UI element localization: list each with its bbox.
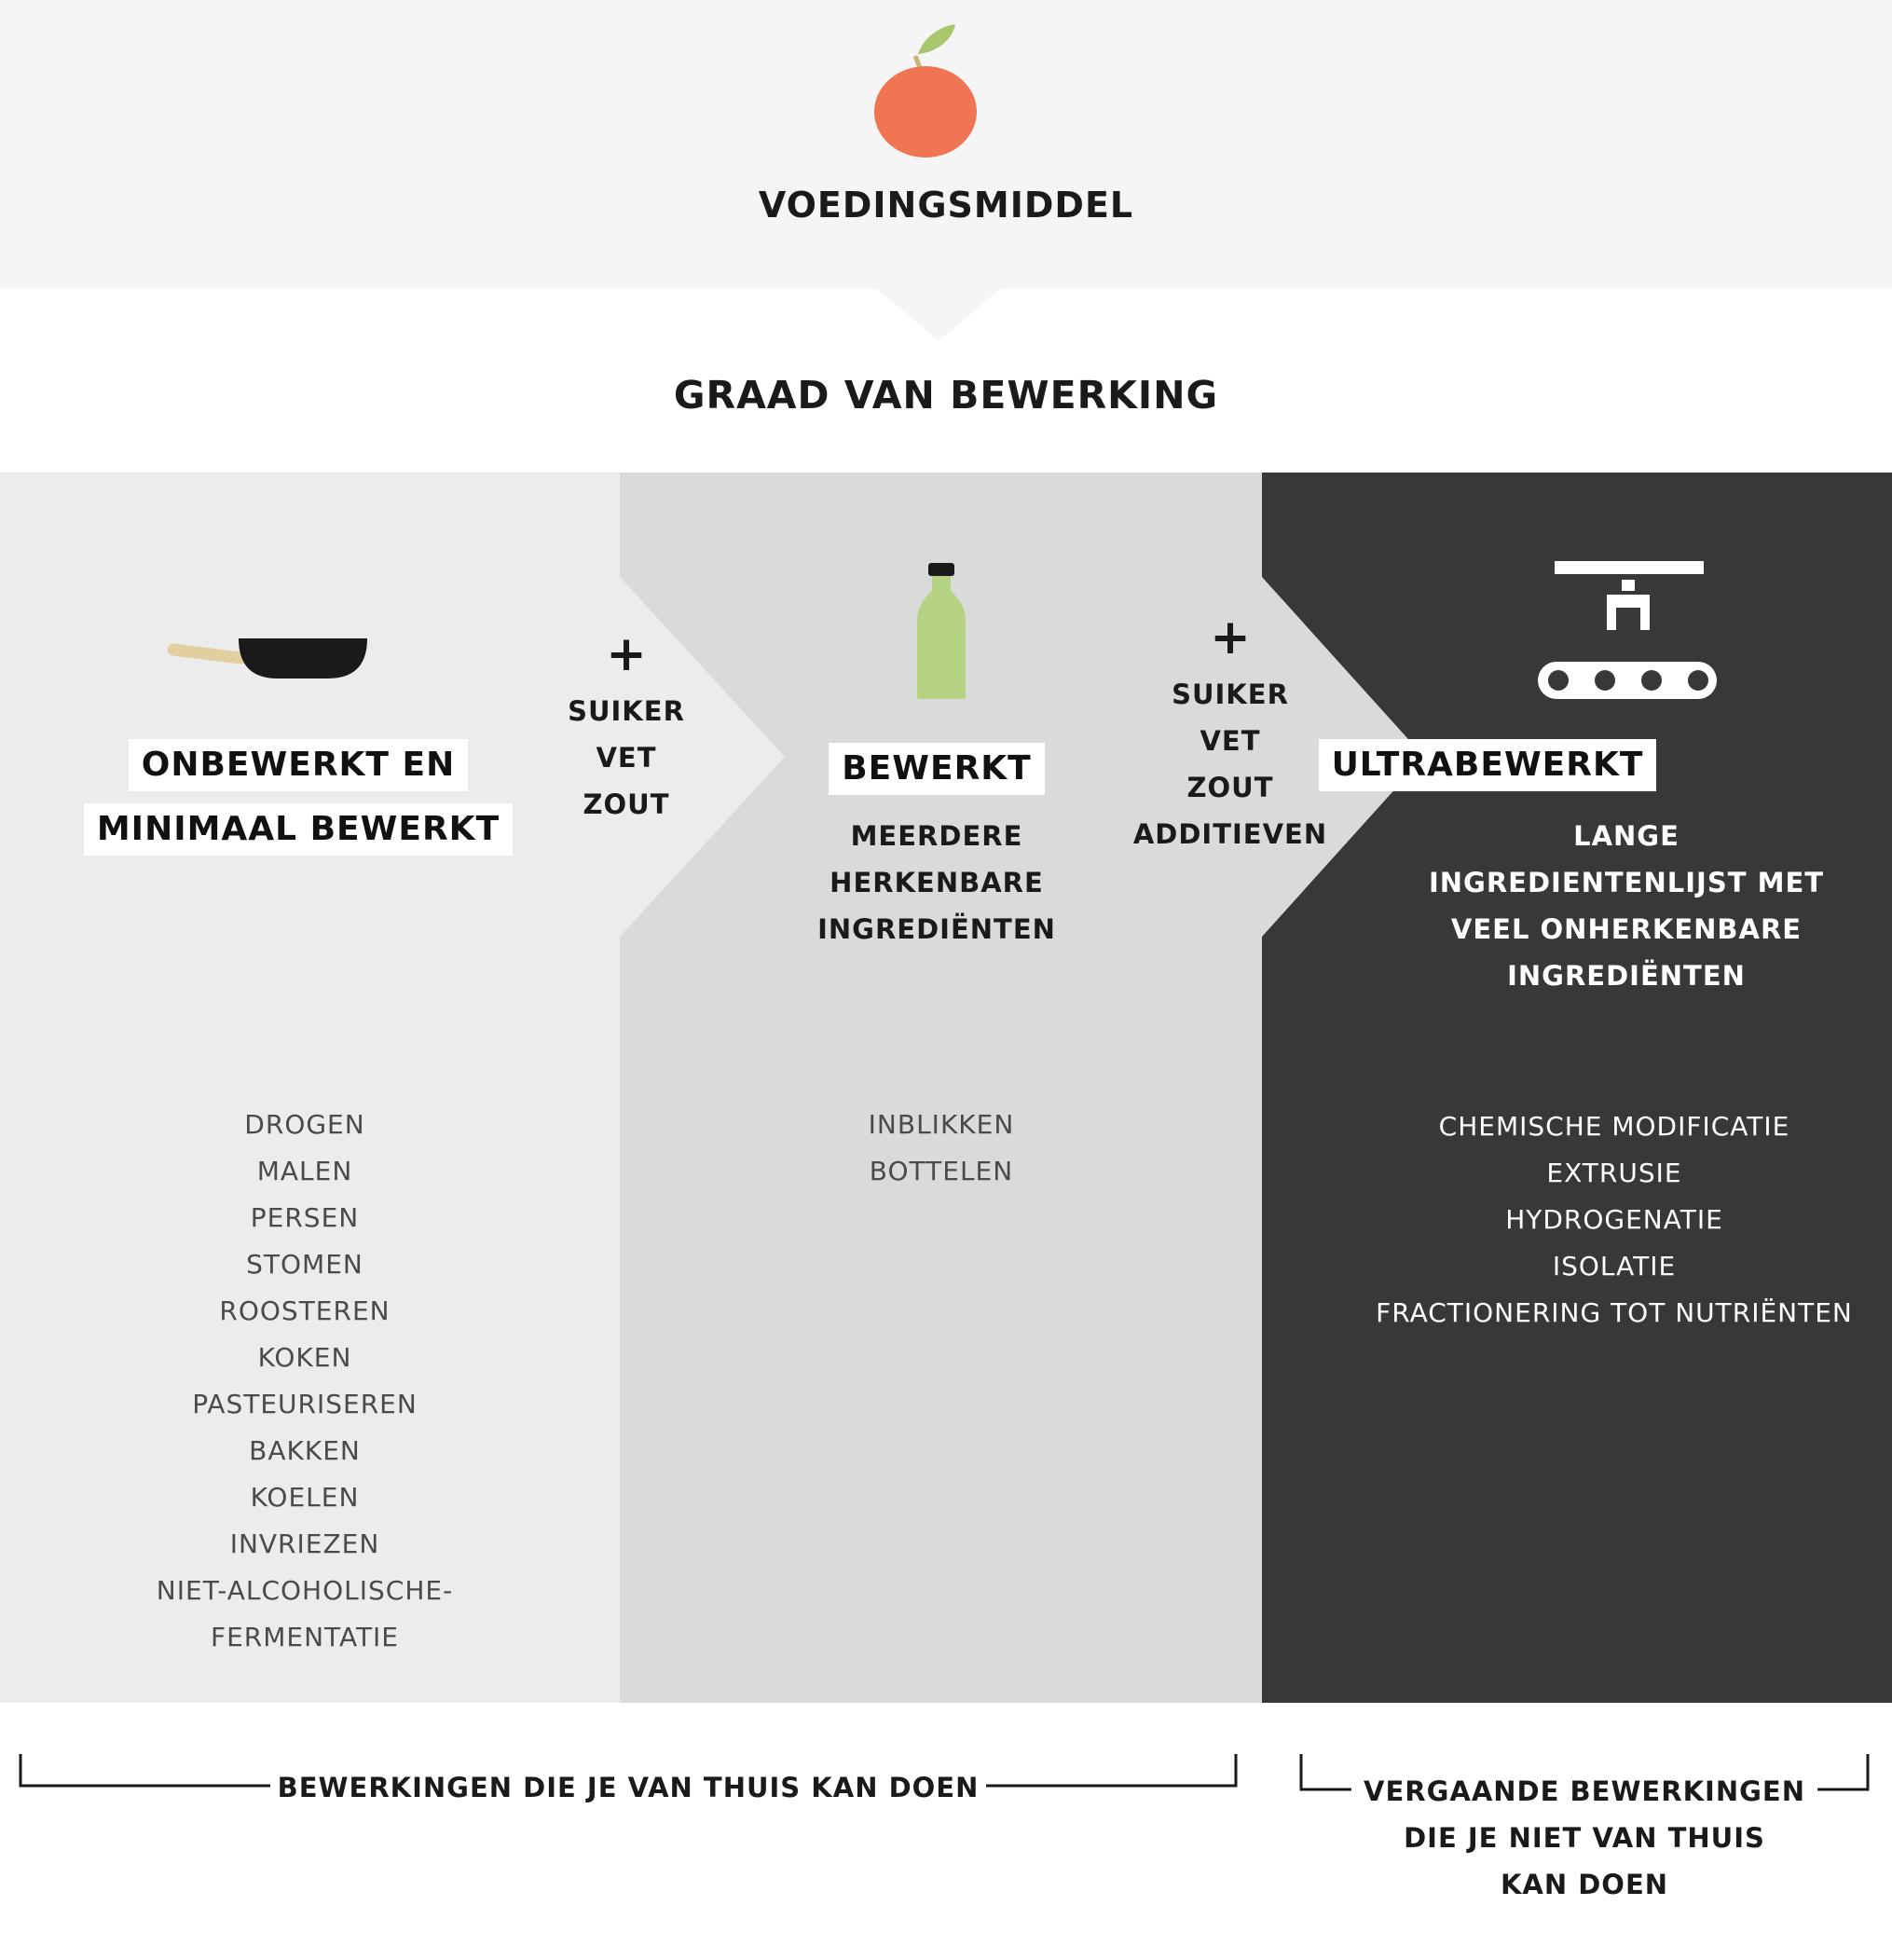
description-line: HERKENBARE xyxy=(829,867,1044,898)
bracket-left-b xyxy=(986,1754,1238,1788)
header-notch xyxy=(876,288,1001,341)
apple-body xyxy=(874,66,977,158)
process-list-3: CHEMISCHE MODIFICATIE EXTRUSIE HYDROGENA… xyxy=(1355,1103,1873,1336)
footer-left-label: BEWERKINGEN DIE JE VAN THUIS KAN DOEN xyxy=(277,1772,980,1803)
footer-brackets xyxy=(19,1754,1870,1791)
addition-list-1: SUIKER VET ZOUT xyxy=(533,688,720,828)
category-label-2: BEWERKT xyxy=(620,743,1254,795)
bracket-left-a xyxy=(19,1754,270,1788)
apple-leaf xyxy=(918,24,955,54)
conveyor-belt xyxy=(1538,662,1717,699)
bracket-right-b xyxy=(1817,1754,1870,1791)
bottle-icon xyxy=(917,563,966,699)
process-item: PERSEN xyxy=(250,1202,360,1233)
category-label-1: ONBEWERKT EN xyxy=(0,739,596,791)
process-item: ROOSTEREN xyxy=(219,1295,391,1326)
addition-item: VET xyxy=(1200,725,1261,757)
description-2: MEERDERE HERKENBARE INGREDIËNTEN xyxy=(620,813,1254,953)
bottle-cap xyxy=(928,563,954,576)
pan-body xyxy=(239,638,367,678)
process-item: INBLIKKEN xyxy=(868,1109,1015,1140)
pan-handle xyxy=(168,643,247,665)
description-line: LANGE xyxy=(1573,820,1679,852)
conveyor-roller xyxy=(1548,670,1569,691)
process-item: FRACTIONERING TOT NUTRIËNTEN xyxy=(1376,1297,1853,1328)
plus-sign-1: + xyxy=(606,626,647,682)
conveyor-roller xyxy=(1641,670,1662,691)
process-item: HYDROGENATIE xyxy=(1505,1204,1723,1235)
process-item: DROGEN xyxy=(244,1109,365,1140)
category-label-line: MINIMAAL BEWERKT xyxy=(83,803,514,856)
description-line: MEERDERE xyxy=(850,820,1023,852)
process-item: BOTTELEN xyxy=(869,1156,1014,1186)
conveyor-gripper xyxy=(1607,595,1650,630)
page-title: VOEDINGSMIDDEL xyxy=(758,185,1134,226)
description-3: LANGE INGREDIENTENLIJST MET VEEL ONHERKE… xyxy=(1379,813,1873,999)
category-label-text: ULTRABEWERKT xyxy=(1318,739,1657,791)
category-label-text: BEWERKT xyxy=(829,743,1045,795)
category-label-3: ULTRABEWERKT xyxy=(1122,739,1853,791)
description-line: VEEL ONHERKENBARE xyxy=(1450,913,1803,945)
description-line: INGREDIËNTEN xyxy=(817,913,1056,945)
addition-item: VET xyxy=(596,742,657,774)
footer-right-line: VERGAANDE BEWERKINGEN xyxy=(1364,1775,1805,1807)
conveyor-roller xyxy=(1595,670,1615,691)
addition-item: SUIKER xyxy=(1172,678,1289,710)
apple-icon xyxy=(874,24,977,158)
process-item: EXTRUSIE xyxy=(1546,1158,1682,1188)
footer-right-line: KAN DOEN xyxy=(1500,1869,1669,1900)
addition-list-2: SUIKER VET ZOUT ADDITIEVEN xyxy=(1118,671,1342,857)
footer-right-label: VERGAANDE BEWERKINGEN DIE JE NIET VAN TH… xyxy=(1351,1768,1817,1908)
process-item: INVRIEZEN xyxy=(229,1528,380,1559)
plus-sign-2: + xyxy=(1210,610,1251,665)
conveyor-icon xyxy=(1538,561,1717,699)
category-label-1b: MINIMAAL BEWERKT xyxy=(0,803,596,856)
addition-item: ADDITIEVEN xyxy=(1132,818,1328,850)
addition-item: SUIKER xyxy=(568,695,685,727)
footer-right-line: DIE JE NIET VAN THUIS xyxy=(1404,1822,1765,1854)
process-item: NIET-ALCOHOLISCHE- xyxy=(156,1575,454,1606)
process-item: ISOLATIE xyxy=(1552,1251,1677,1282)
process-item: KOELEN xyxy=(250,1482,360,1513)
process-list-2: INBLIKKEN BOTTELEN xyxy=(620,1102,1263,1195)
description-line: INGREDIËNTEN xyxy=(1507,960,1746,992)
process-item: KOKEN xyxy=(257,1342,352,1373)
addition-item: ZOUT xyxy=(583,788,670,820)
bottle-body xyxy=(917,576,966,699)
process-item: FERMENTATIE xyxy=(210,1622,399,1652)
conveyor-roller xyxy=(1688,670,1708,691)
process-item: PASTEURISEREN xyxy=(192,1389,418,1419)
bracket-right-a xyxy=(1299,1754,1351,1791)
diagram-subtitle: GRAAD VAN BEWERKING xyxy=(673,373,1219,418)
process-item: STOMEN xyxy=(246,1249,363,1280)
category-label-line: ONBEWERKT EN xyxy=(128,739,469,791)
process-item: MALEN xyxy=(256,1156,353,1186)
conveyor-arm xyxy=(1622,580,1635,591)
frying-pan-icon xyxy=(168,638,367,678)
process-item: CHEMISCHE MODIFICATIE xyxy=(1438,1111,1790,1142)
process-list-1: DROGEN MALEN PERSEN STOMEN ROOSTEREN KOK… xyxy=(0,1102,610,1661)
process-item: BAKKEN xyxy=(249,1435,361,1466)
addition-item: ZOUT xyxy=(1186,772,1274,803)
description-line: INGREDIENTENLIJST MET xyxy=(1428,867,1825,898)
conveyor-rail xyxy=(1555,561,1704,574)
